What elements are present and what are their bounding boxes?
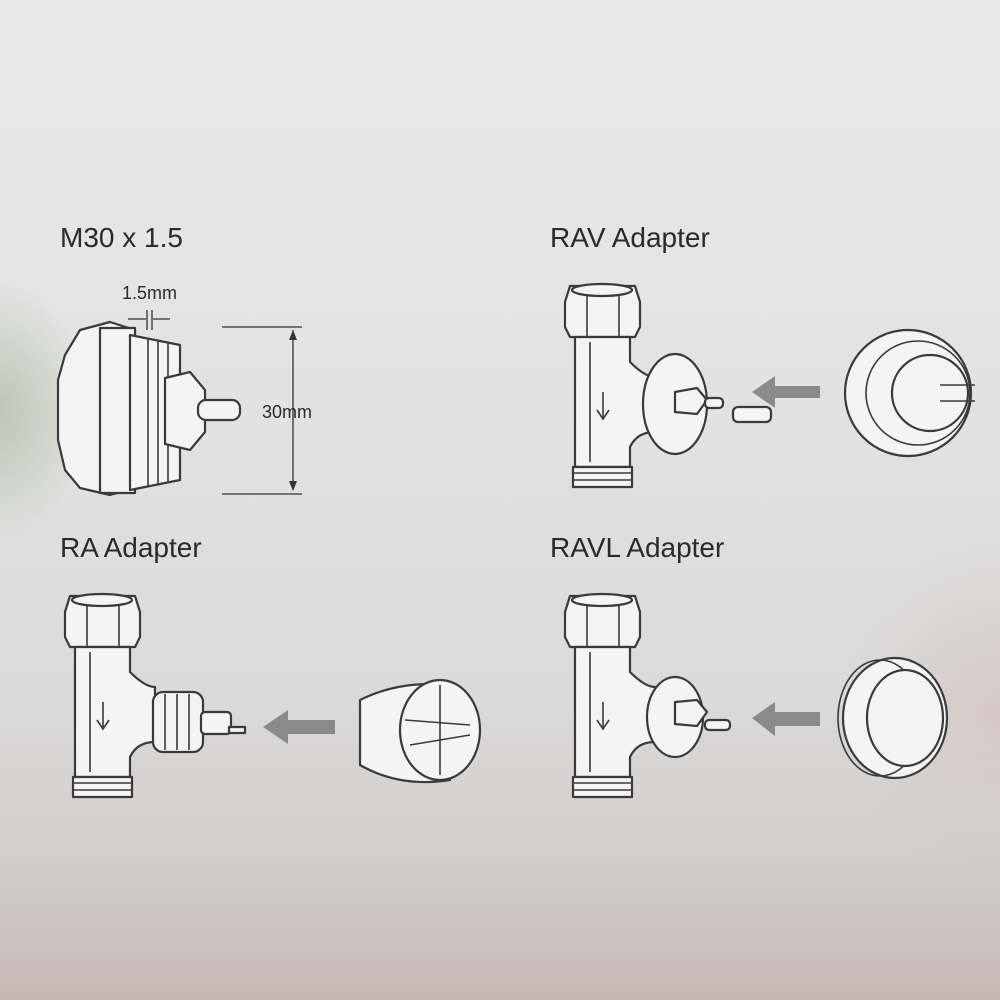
ra-insert-arrow	[263, 710, 335, 744]
ravl-adapter-title: RAVL Adapter	[550, 532, 725, 563]
m30-diameter-label: 30mm	[262, 402, 313, 422]
ra-adapter-drawing	[358, 678, 482, 784]
m30-connector-drawing	[56, 310, 302, 497]
m30-title: M30 x 1.5	[60, 222, 183, 253]
rav-valve-drawing	[563, 282, 773, 489]
ra-adapter-title: RA Adapter	[60, 532, 202, 563]
rav-adapter-title: RAV Adapter	[550, 222, 710, 253]
ra-valve-drawing	[63, 592, 247, 799]
ravl-insert-arrow	[752, 702, 820, 736]
rav-insert-arrow	[752, 376, 820, 408]
m30-pitch-label: 1.5mm	[122, 283, 178, 303]
ravl-adapter-drawing	[837, 656, 949, 780]
ravl-valve-drawing	[563, 592, 732, 799]
rav-adapter-drawing	[843, 328, 975, 458]
